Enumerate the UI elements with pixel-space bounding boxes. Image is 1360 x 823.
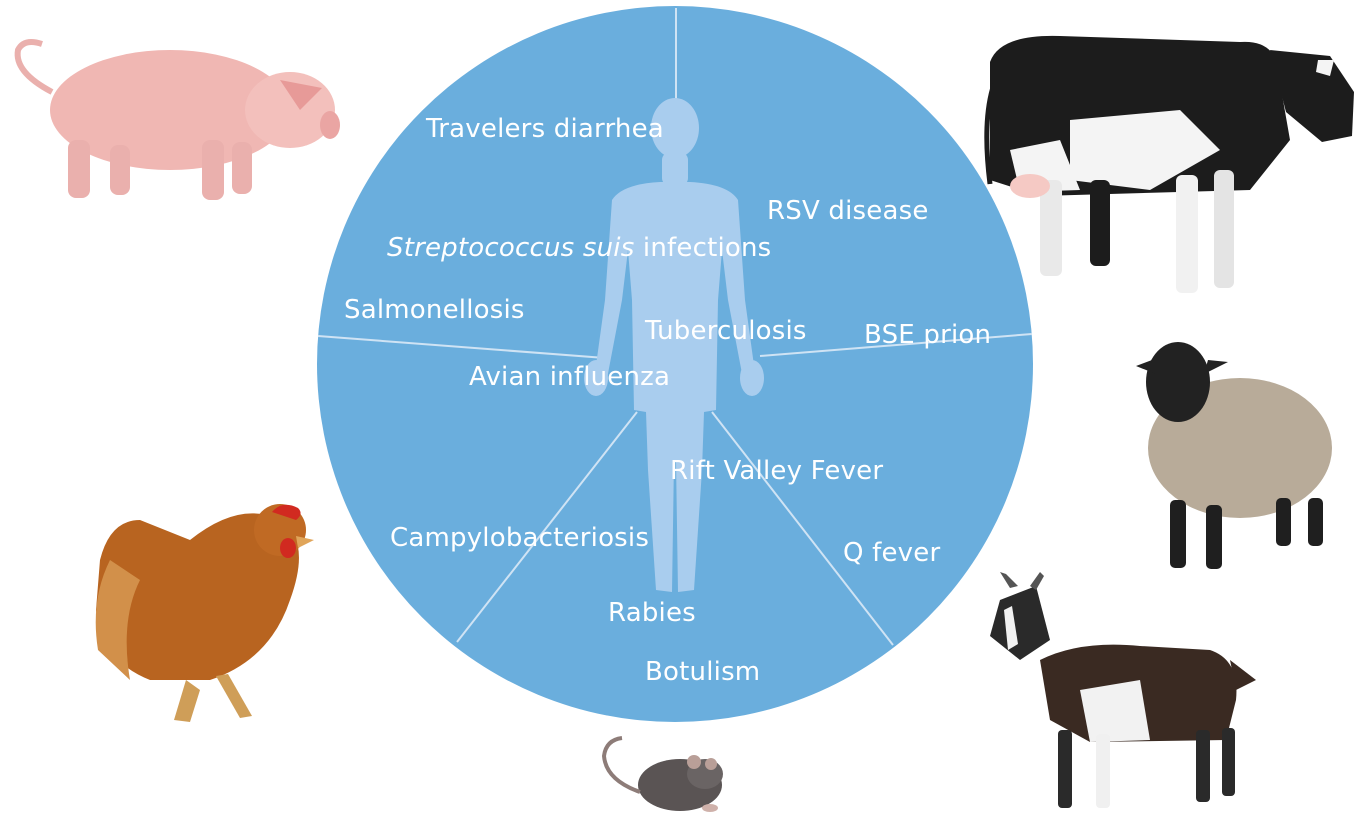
label-bse-prion: BSE prion — [864, 322, 991, 348]
label-q-fever: Q fever — [843, 540, 940, 566]
label-streptococcus-suis-suffix: infections — [634, 233, 771, 263]
pig-icon — [18, 42, 340, 200]
label-travelers-diarrhea: Travelers diarrhea — [426, 116, 664, 142]
label-rift-valley-fever: Rift Valley Fever — [670, 458, 883, 484]
label-streptococcus-suis: Streptococcus suis infections — [387, 235, 771, 261]
label-tuberculosis: Tuberculosis — [645, 318, 807, 344]
goat-icon — [990, 572, 1256, 808]
label-rabies: Rabies — [608, 600, 696, 626]
rat-icon — [604, 738, 723, 812]
label-salmonellosis: Salmonellosis — [344, 297, 525, 323]
label-botulism: Botulism — [645, 659, 760, 685]
sheep-icon — [1136, 342, 1332, 569]
chicken-icon — [96, 504, 314, 722]
label-rsv-disease: RSV disease — [767, 198, 929, 224]
label-campylobacteriosis: Campylobacteriosis — [390, 525, 649, 551]
label-avian-influenza: Avian influenza — [469, 364, 670, 390]
cow-icon — [987, 36, 1354, 293]
label-streptococcus-suis-species: Streptococcus suis — [387, 233, 634, 263]
